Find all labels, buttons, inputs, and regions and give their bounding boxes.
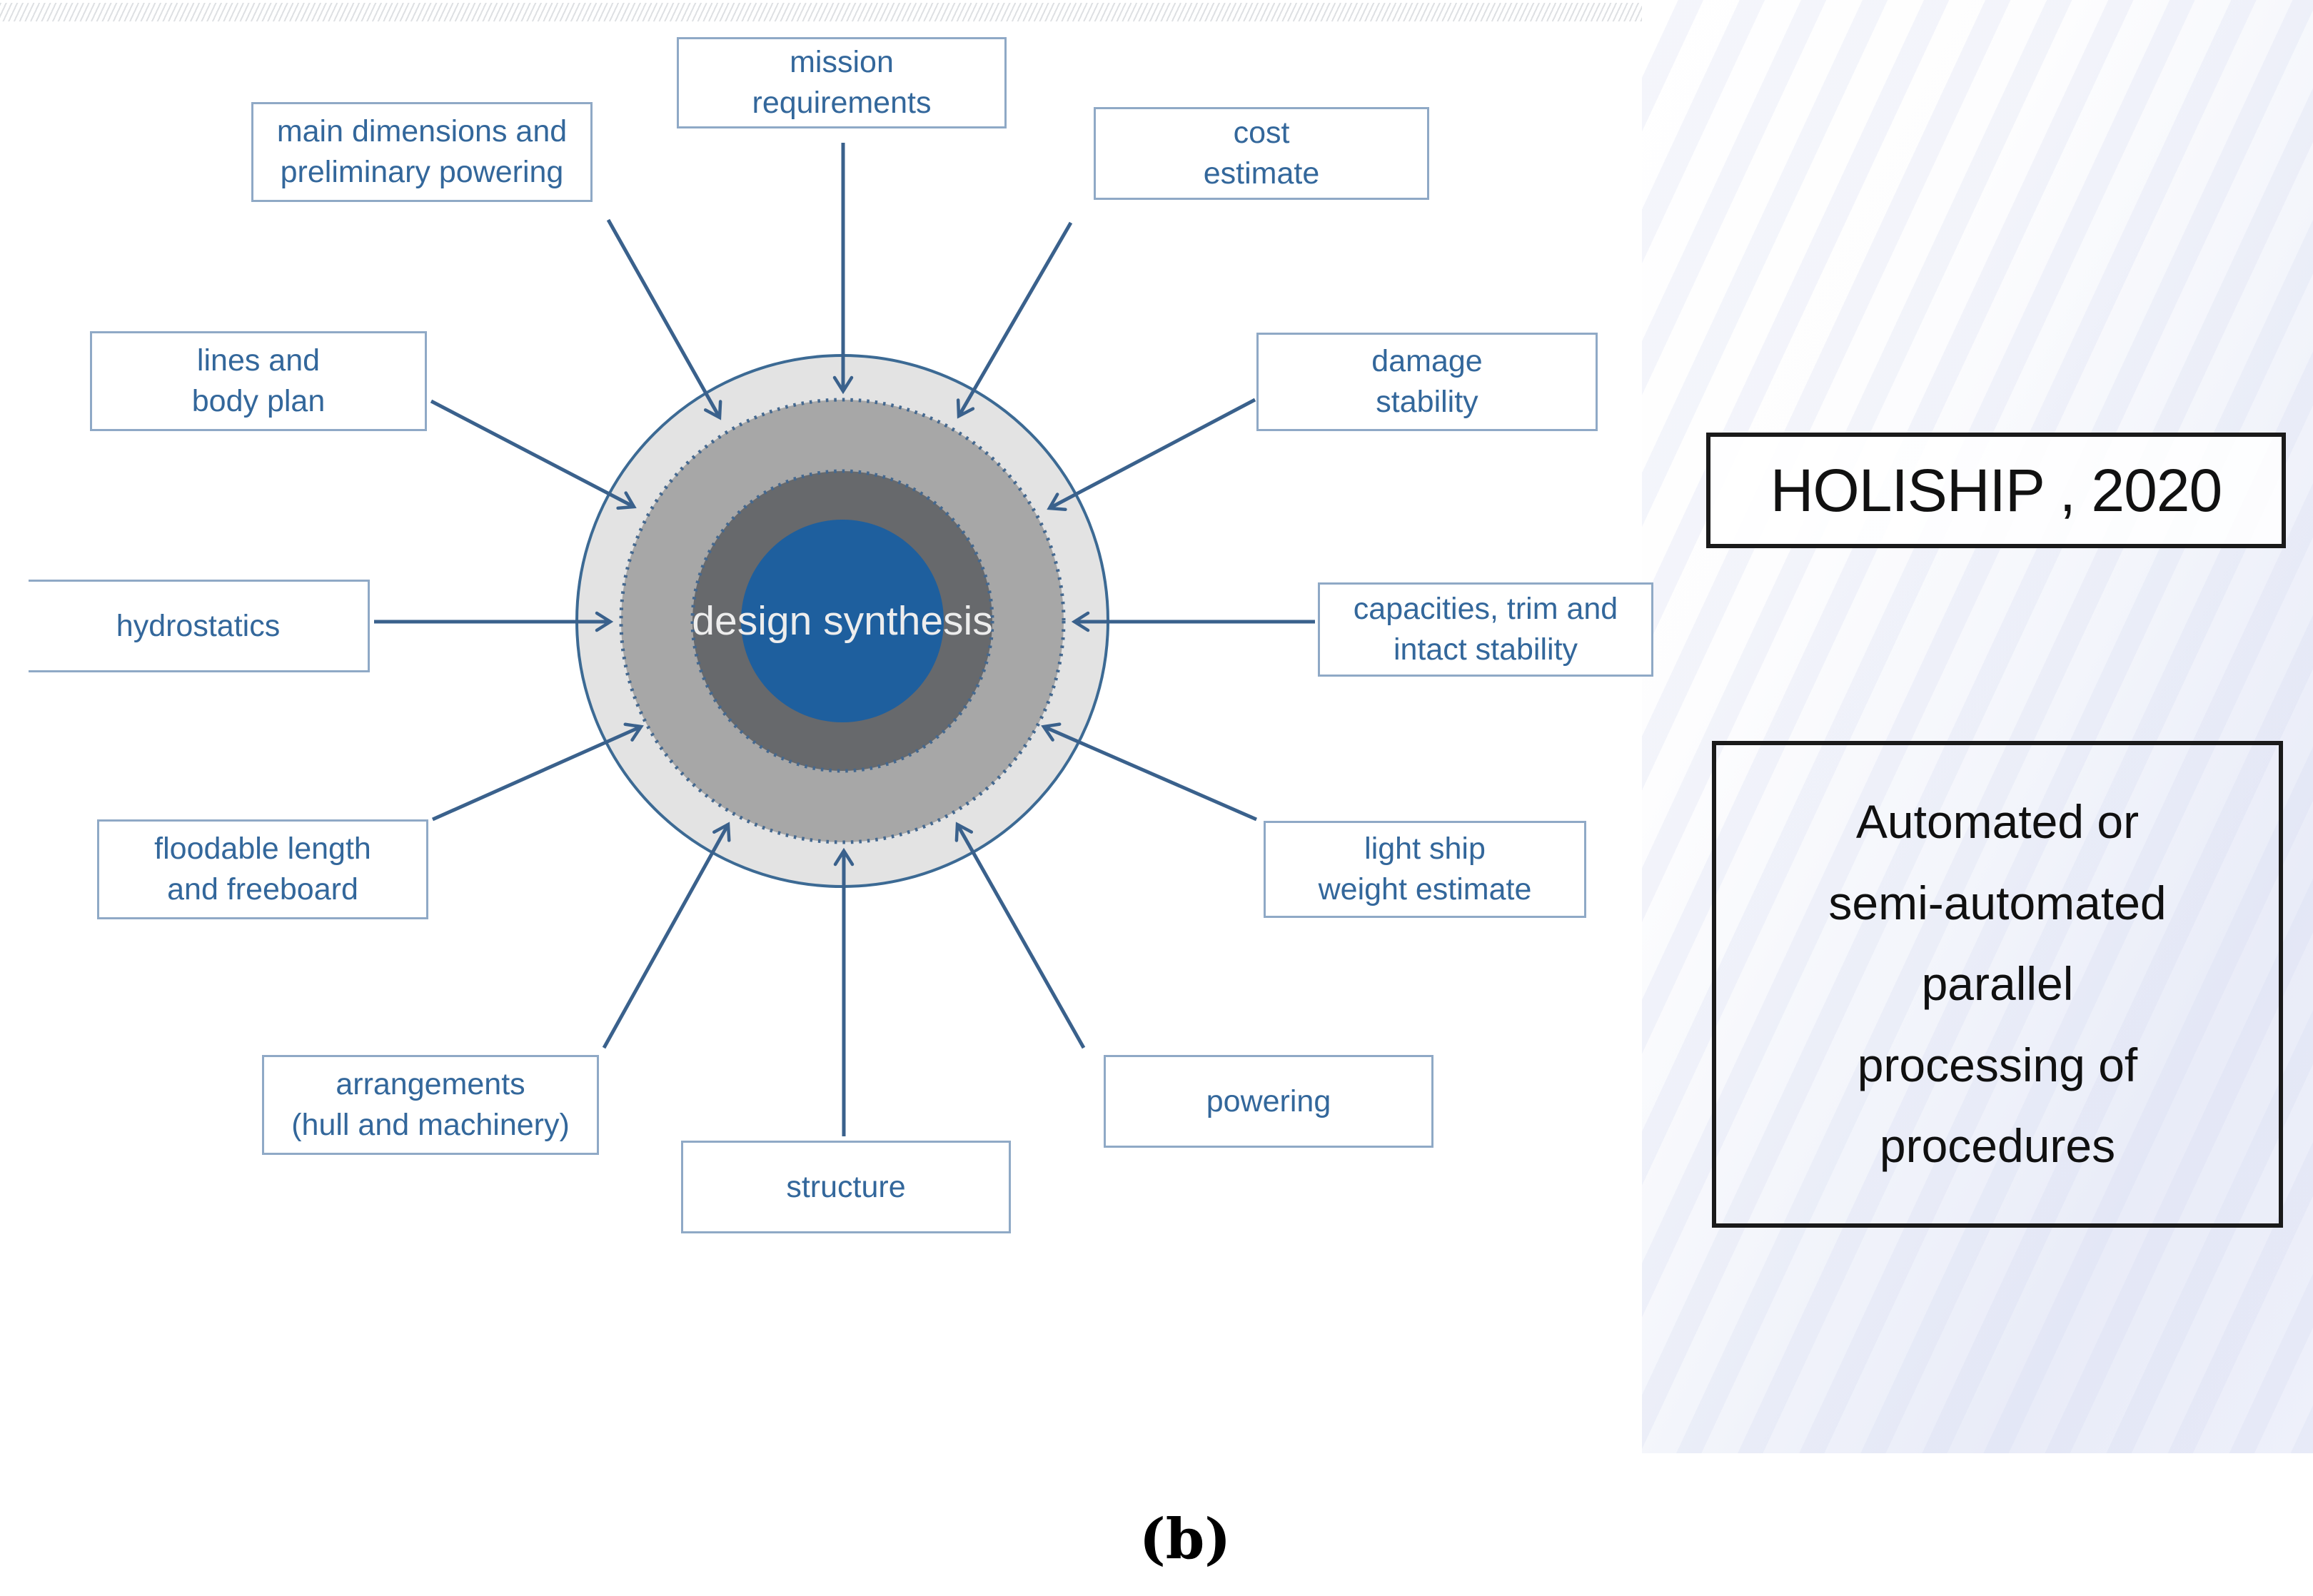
automation-note-box: Automated or semi-automated parallel pro… [1712, 741, 2283, 1228]
node-label-line: estimate [1203, 156, 1320, 191]
arrow-main-dimensions [606, 218, 722, 420]
arrow-cost-estimate [956, 221, 1073, 419]
node-label-line: weight estimate [1318, 872, 1532, 906]
node-cost-estimate: cost estimate [1094, 107, 1429, 200]
node-label-line: damage [1371, 344, 1483, 379]
node-label-line: and freeboard [167, 872, 358, 906]
arrow-light-ship [1041, 722, 1257, 822]
arrow-damage-stability [1047, 398, 1256, 511]
holiship-reference-box: HOLISHIP , 2020 [1706, 433, 2286, 548]
node-label-line: requirements [752, 86, 932, 120]
node-floodable-length-freeboard: floodable length and freeboard [97, 819, 428, 919]
slide-background-panel [1642, 0, 2313, 1453]
node-label-line: main dimensions and [276, 114, 568, 149]
node-label-line: lines and [196, 343, 321, 378]
node-label-line: stability [1376, 385, 1478, 419]
node-mission-requirements: mission requirements [677, 37, 1007, 128]
arrow-powering [954, 822, 1086, 1049]
node-main-dimensions: main dimensions and preliminary powering [251, 102, 593, 202]
note-line: processing of [1857, 1038, 2138, 1091]
arrow-arrangements [602, 822, 731, 1049]
node-label-line: hydrostatics [116, 608, 281, 643]
node-capacities-trim-intact-stability: capacities, trim and intact stability [1318, 582, 1653, 677]
node-powering: powering [1104, 1055, 1433, 1148]
node-label-line: mission [790, 45, 894, 80]
node-label-line: light ship [1364, 832, 1486, 867]
node-label-line: arrangements [336, 1067, 525, 1102]
node-hydrostatics: hydrostatics [29, 580, 370, 672]
node-label-line: capacities, trim and [1353, 592, 1618, 627]
node-damage-stability: damage stability [1256, 333, 1598, 431]
design-spiral-diagram [374, 143, 1315, 1136]
arrow-lines-body-plan [430, 399, 637, 510]
node-label-line: powering [1206, 1084, 1331, 1118]
node-structure: structure [681, 1141, 1011, 1233]
note-line: parallel [1921, 957, 2074, 1011]
node-label-line: structure [786, 1169, 906, 1204]
node-label-line: floodable length [154, 832, 371, 867]
node-label-line: cost [1233, 116, 1290, 151]
inward-arrows [374, 143, 1315, 1136]
node-lines-body-plan: lines and body plan [90, 331, 427, 431]
concentric-rings [575, 354, 1109, 888]
design-synthesis-label: design synthesis [692, 598, 993, 644]
holiship-reference-label: HOLISHIP , 2020 [1770, 456, 2222, 524]
node-label-line: preliminary powering [280, 155, 564, 189]
node-label-line: body plan [191, 384, 326, 418]
note-line: semi-automated [1828, 876, 2167, 929]
node-light-ship-weight-estimate: light ship weight estimate [1264, 821, 1586, 918]
node-label-line: intact stability [1393, 632, 1578, 667]
node-arrangements: arrangements (hull and machinery) [262, 1055, 599, 1155]
note-line: Automated or [1855, 795, 2140, 849]
arrow-floodable-length [431, 722, 644, 822]
figure-caption: (b) [1139, 1506, 1231, 1572]
node-label-line: (hull and machinery) [291, 1108, 570, 1142]
note-line: procedures [1879, 1119, 2116, 1173]
